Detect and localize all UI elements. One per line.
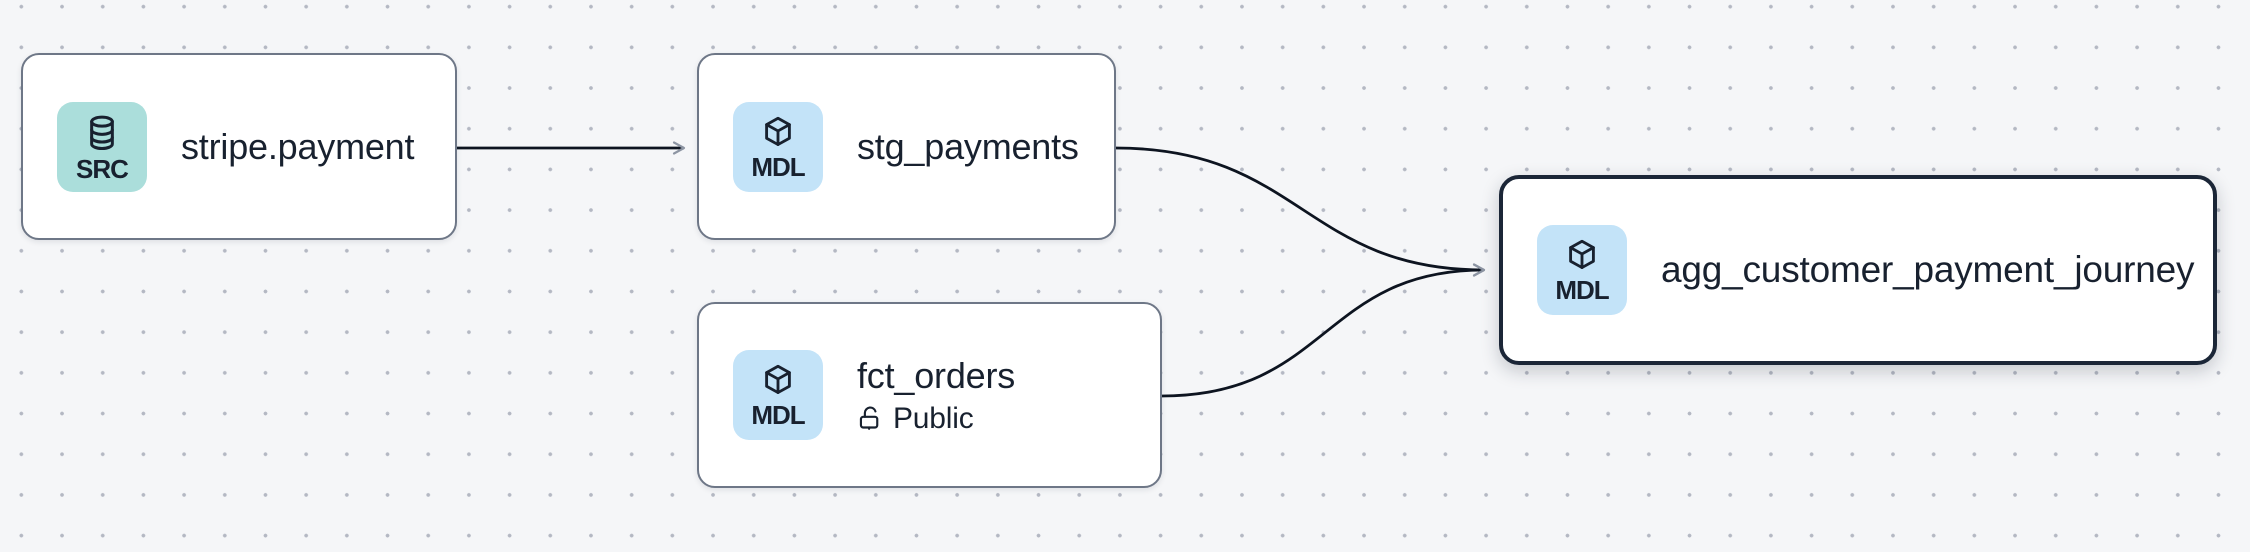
model-type-badge: MDL [733, 101, 823, 192]
node-stripe-payment[interactable]: SRC stripe.payment [21, 53, 457, 240]
node-label: agg_customer_payment_journey [1661, 249, 2195, 290]
cube-icon [1569, 239, 1595, 269]
model-type-badge: MDL [733, 350, 823, 440]
edge-fct-orders-to-agg-customer-payment-journey[interactable] [1161, 263, 1486, 398]
badge-label: MDL [751, 400, 805, 430]
cube-icon [765, 116, 791, 146]
badge-label: MDL [751, 151, 805, 182]
edge-stg-payments-to-agg-customer-payment-journey[interactable] [1115, 146, 1486, 277]
node-label: stg_payments [857, 125, 1079, 167]
database-icon [90, 115, 114, 150]
unlock-icon [859, 406, 879, 430]
model-type-badge: MDL [1537, 225, 1627, 315]
access-label: Public [893, 401, 974, 435]
node-label: stripe.payment [181, 125, 415, 167]
cube-icon [765, 364, 791, 394]
node-fct-orders[interactable]: MDL fct_orders Public [697, 302, 1162, 488]
badge-label: MDL [1555, 275, 1609, 305]
node-agg-customer-payment-journey[interactable]: MDL agg_customer_payment_journey [1499, 175, 2217, 365]
node-label: fct_orders [857, 354, 1016, 396]
source-type-badge: SRC [57, 101, 147, 192]
access-row: Public [857, 402, 1015, 436]
badge-label: SRC [76, 153, 129, 184]
node-stg-payments[interactable]: MDL stg_payments [697, 53, 1116, 240]
